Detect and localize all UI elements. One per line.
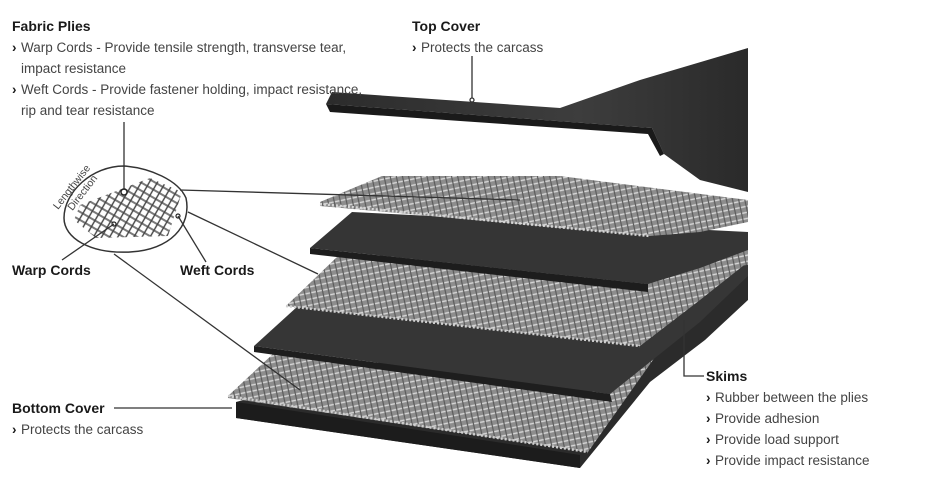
skims-item-text: Rubber between the plies	[715, 390, 869, 405]
bottom-cover-callout: Bottom Cover › Protects the carcass	[12, 398, 232, 440]
warp-cords-label: Warp Cords	[12, 262, 91, 278]
fabric-plies-item-text: Weft Cords - Provide fastener holding, i…	[21, 82, 363, 118]
fabric-plies-item: › Warp Cords - Provide tensile strength,…	[12, 37, 372, 79]
skims-item-text: Provide adhesion	[715, 411, 820, 426]
skims-item: › Provide impact resistance	[706, 450, 942, 471]
skims-item: › Rubber between the plies	[706, 387, 942, 408]
weft-cords-label: Weft Cords	[180, 262, 255, 278]
fabric-plies-item-text: Warp Cords - Provide tensile strength, t…	[21, 40, 347, 76]
bullet-chevron-icon: ›	[706, 411, 711, 426]
skims-item: › Provide adhesion	[706, 408, 942, 429]
top-fabric-ply	[319, 176, 748, 238]
bullet-chevron-icon: ›	[12, 40, 17, 55]
bullet-chevron-icon: ›	[706, 390, 711, 405]
leader-lines	[61, 56, 704, 409]
bullet-chevron-icon: ›	[12, 82, 17, 97]
skims-callout: Skims › Rubber between the plies › Provi…	[706, 366, 942, 471]
top-cover-item: › Protects the carcass	[412, 37, 632, 58]
fabric-plies-item: › Weft Cords - Provide fastener holding,…	[12, 79, 372, 121]
bullet-chevron-icon: ›	[706, 453, 711, 468]
top-cover-callout: Top Cover › Protects the carcass	[412, 16, 632, 58]
skims-item: › Provide load support	[706, 429, 942, 450]
skims-title: Skims	[706, 368, 748, 384]
bottom-fabric-ply	[227, 258, 748, 454]
bottom-cover-title: Bottom Cover	[12, 400, 105, 416]
skims-item-text: Provide load support	[715, 432, 839, 447]
bullet-chevron-icon: ›	[706, 432, 711, 447]
skims-item-text: Provide impact resistance	[715, 453, 870, 468]
top-cover-item-text: Protects the carcass	[421, 40, 544, 55]
bullet-chevron-icon: ›	[12, 422, 17, 437]
bottom-cover-item-text: Protects the carcass	[21, 422, 144, 437]
fabric-plies-callout: Fabric Plies › Warp Cords - Provide tens…	[12, 16, 372, 121]
fabric-plies-title: Fabric Plies	[12, 18, 91, 34]
top-cover-title: Top Cover	[412, 18, 481, 34]
bullet-chevron-icon: ›	[412, 40, 417, 55]
top-cover-layer	[326, 48, 748, 192]
bottom-cover-item: › Protects the carcass	[12, 419, 232, 440]
